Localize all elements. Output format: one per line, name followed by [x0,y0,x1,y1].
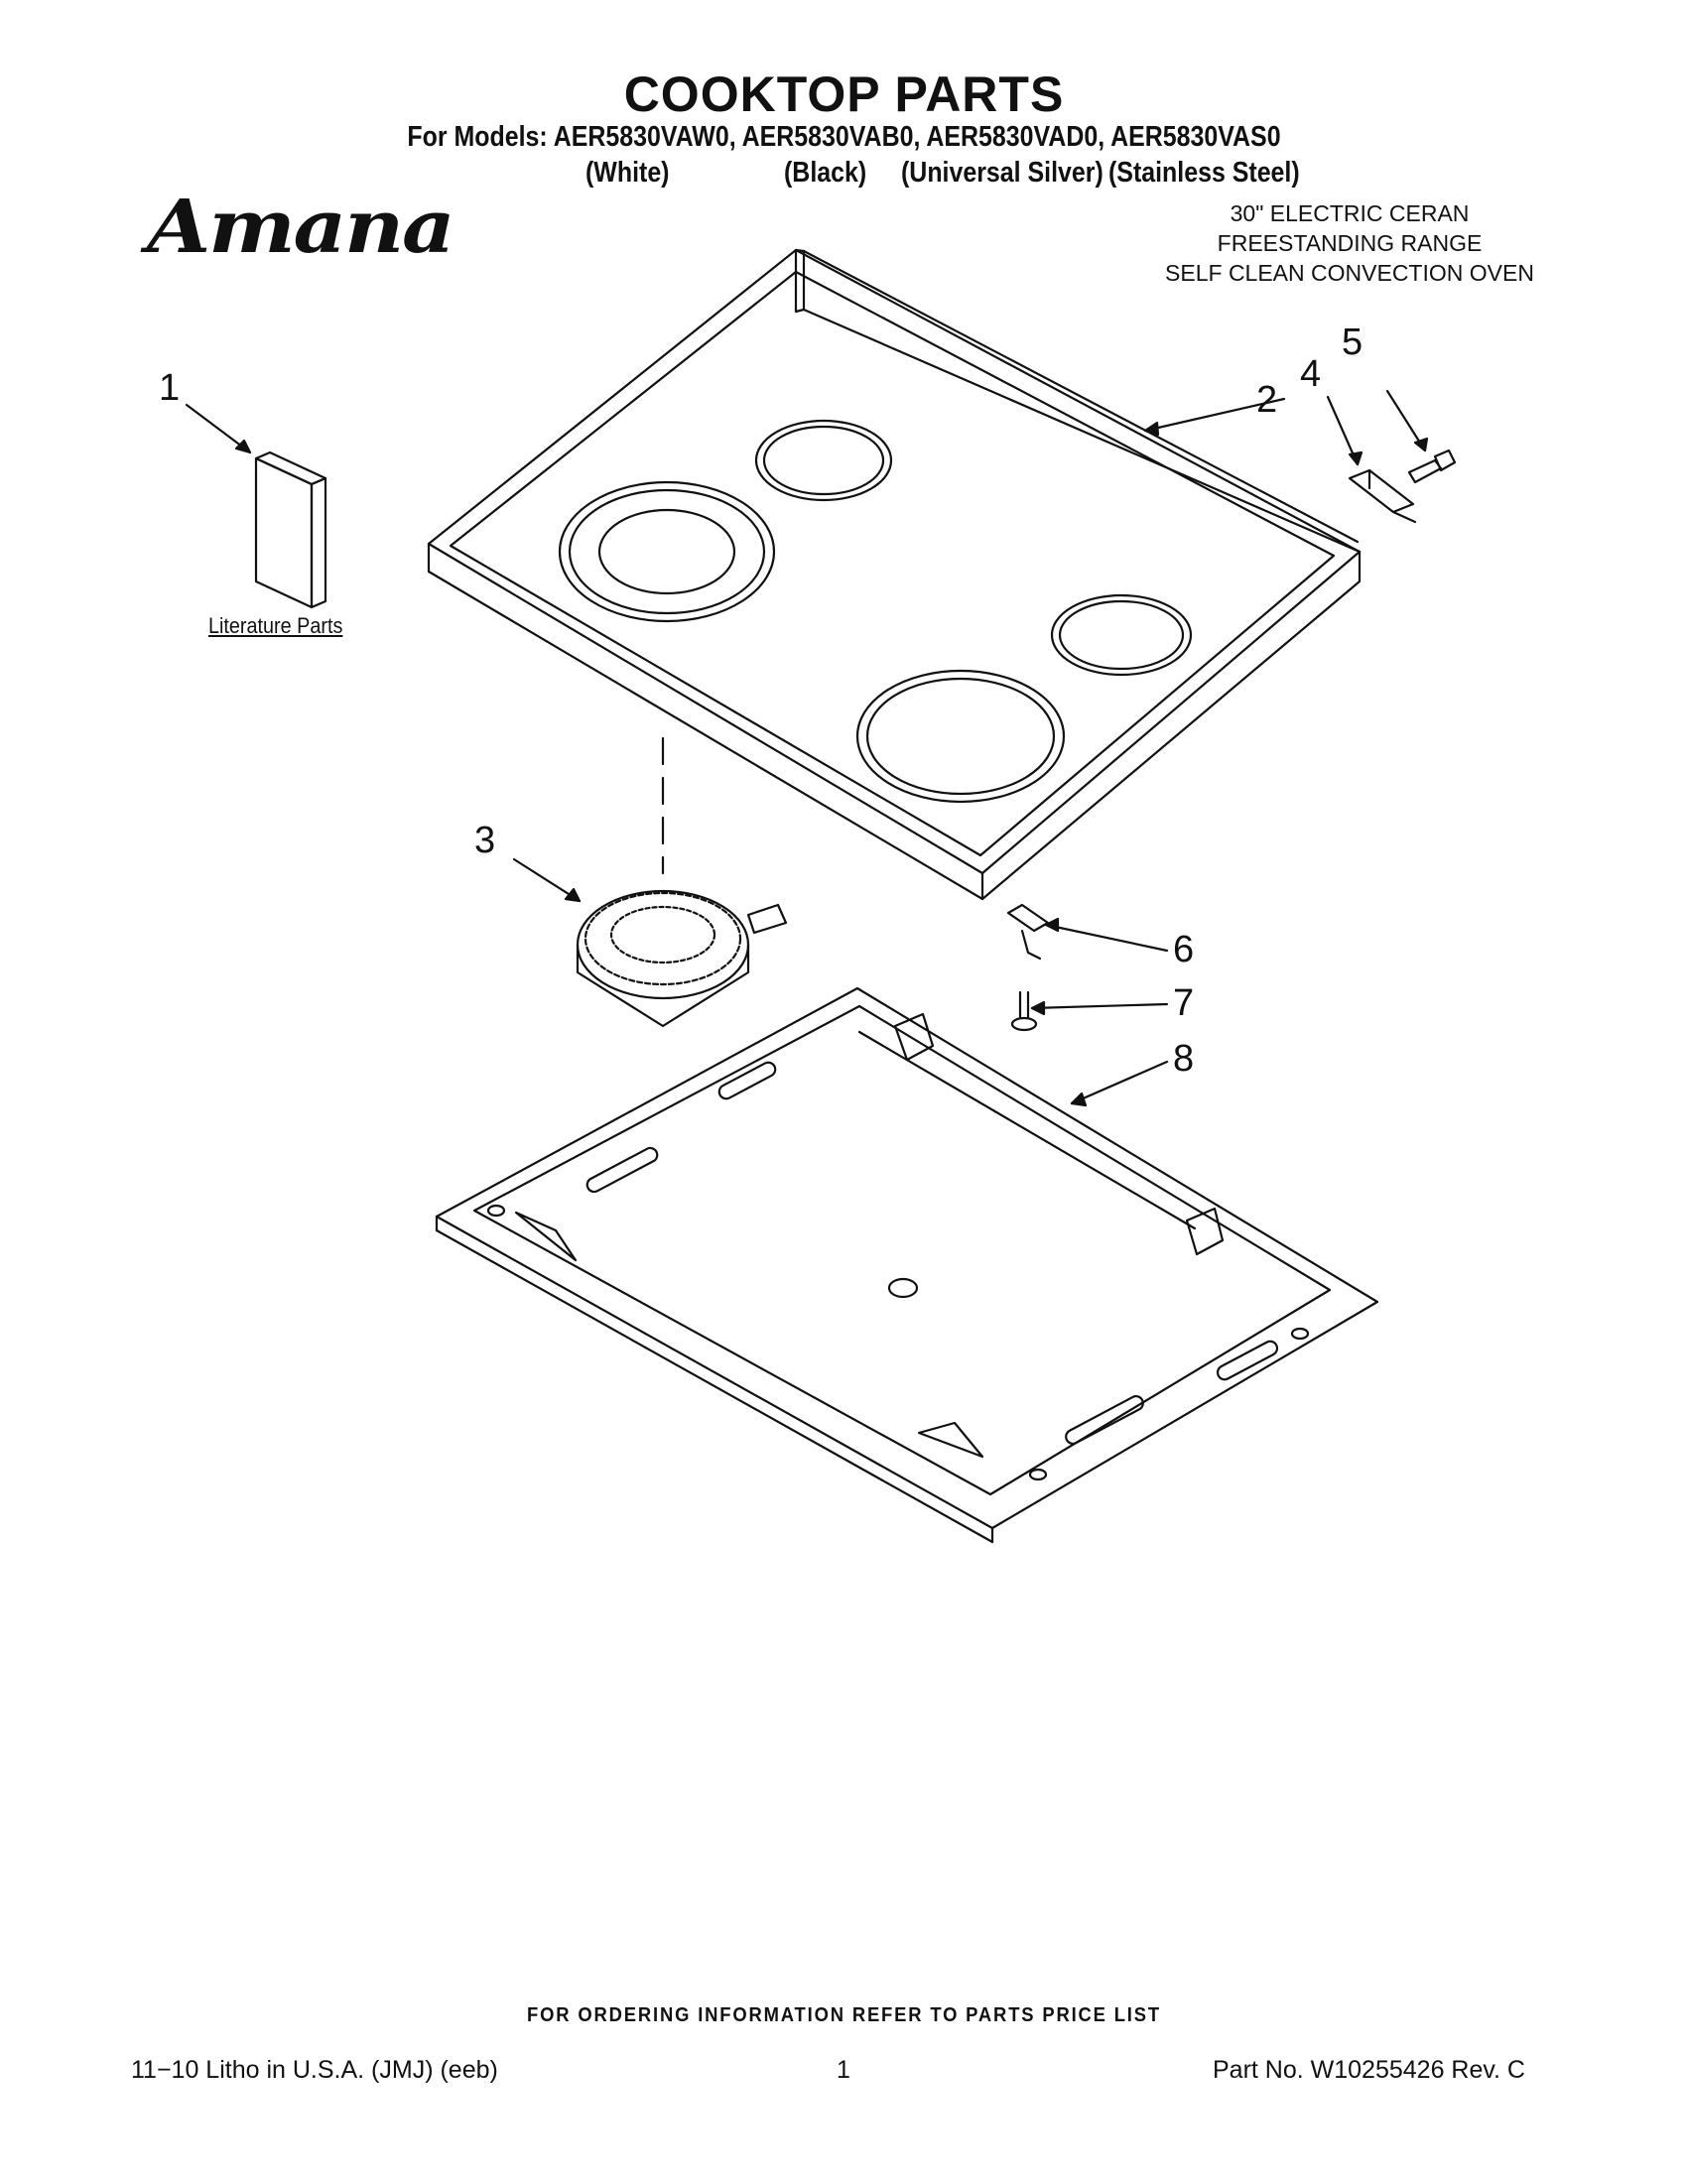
callout-2: 2 [1256,379,1278,421]
callout-3: 3 [474,820,496,861]
callout-5: 5 [1342,321,1363,363]
litho-info: 11−10 Litho in U.S.A. (JMJ) (eeb) [131,2056,498,2084]
callout-7: 7 [1173,982,1195,1024]
product-description-line-2: FREESTANDING RANGE [1217,230,1483,256]
variant-black: (Black) [784,157,867,189]
cooktop-support-panel-drawing [435,986,1379,1544]
literature-parts-label: Literature Parts [208,613,343,638]
literature-booklet-drawing [254,450,327,609]
backguard-screw-drawing [1407,449,1457,484]
glass-clip-drawing [1006,903,1050,961]
callout-1: 1 [159,367,181,409]
page-number: 1 [837,2056,850,2084]
variant-stainless-steel: (Stainless Steel) [1108,157,1300,189]
page-title: COOKTOP PARTS [623,66,1065,122]
part-number: Part No. W10255426 Rev. C [1213,2056,1525,2084]
variant-white: (White) [585,157,670,189]
product-description-line-1: 30" ELECTRIC CERAN [1230,200,1470,226]
callout-6: 6 [1173,929,1195,970]
callout-8: 8 [1173,1038,1195,1080]
backguard-bracket-drawing [1348,468,1417,524]
amana-logo: Amana [147,185,455,270]
clip-screw-drawing [1010,990,1038,1032]
radiant-element-drawing [576,889,788,1028]
variant-universal-silver: (Universal Silver) [901,157,1104,189]
ordering-note: FOR ORDERING INFORMATION REFER TO PARTS … [527,2004,1161,2026]
product-description-line-3: SELF CLEAN CONVECTION OVEN [1165,260,1534,286]
cooktop-glass-drawing [427,248,1362,901]
models-line: For Models: AER5830VAW0, AER5830VAB0, AE… [407,121,1281,153]
callout-4: 4 [1300,353,1322,395]
